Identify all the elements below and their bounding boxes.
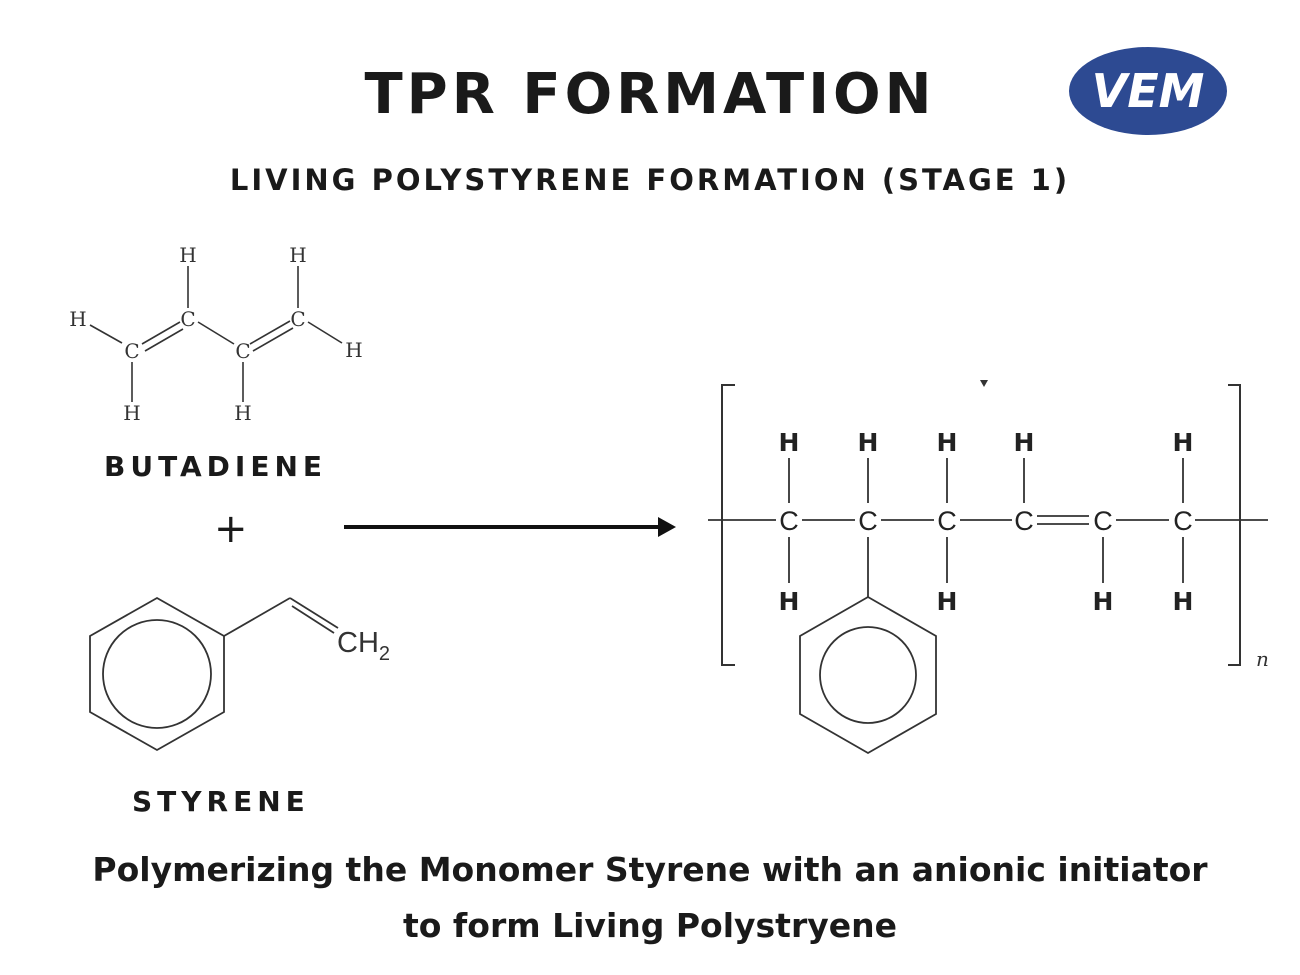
- bond: [89, 324, 123, 344]
- repeat-subscript: n: [1256, 647, 1269, 671]
- atom-h: H: [345, 338, 362, 362]
- logo-oval: [1069, 47, 1227, 135]
- atom-h: H: [858, 428, 879, 457]
- product-aromatic-circle: [819, 626, 917, 724]
- atom-h: H: [289, 243, 306, 267]
- aromatic-circle: [102, 619, 212, 729]
- atom-h: H: [1093, 587, 1114, 616]
- bond: [291, 605, 335, 634]
- caption: Polymerizing the Monomer Styrene with an…: [0, 842, 1300, 954]
- caption-line-1: Polymerizing the Monomer Styrene with an…: [92, 850, 1208, 889]
- plus-sign: +: [214, 506, 248, 552]
- atom-h: H: [1014, 428, 1035, 457]
- logo-text: VEM: [1092, 64, 1205, 118]
- atom-c: C: [779, 506, 799, 536]
- styrene-label: STYRENE: [132, 785, 310, 818]
- atom-c: C: [1173, 506, 1193, 536]
- styrene-structure: [89, 596, 339, 752]
- bond: [249, 320, 291, 345]
- bond: [252, 327, 294, 352]
- atom-c: C: [1014, 506, 1034, 536]
- polymer-backbone: [708, 458, 1268, 755]
- atom-c: C: [858, 506, 878, 536]
- bond: [307, 321, 343, 344]
- atom-h: H: [779, 587, 800, 616]
- butadiene-structure: [89, 266, 343, 402]
- butadiene-label: BUTADIENE: [104, 450, 328, 483]
- reaction-arrow: [344, 517, 676, 537]
- bond: [223, 597, 291, 637]
- atom-c: C: [235, 339, 250, 363]
- atom-c: C: [124, 339, 139, 363]
- atom-h: H: [69, 307, 86, 331]
- caption-line-2: to form Living Polystryene: [402, 906, 898, 945]
- atom-c: C: [290, 307, 305, 331]
- polymer-brackets: [721, 384, 1241, 666]
- atom-c: C: [1093, 506, 1113, 536]
- stray-mark: [980, 380, 988, 387]
- atom-c: C: [937, 506, 957, 536]
- atom-h: H: [937, 587, 958, 616]
- bond: [144, 328, 184, 352]
- atom-h: H: [179, 243, 196, 267]
- ch2-group: CH2: [337, 627, 390, 665]
- page-title: TPR FORMATION: [364, 62, 936, 127]
- atom-c: C: [180, 307, 195, 331]
- atom-h: H: [1173, 587, 1194, 616]
- product-benzene-ring: [799, 595, 937, 755]
- bond: [289, 597, 339, 629]
- atom-h: H: [937, 428, 958, 457]
- bond: [197, 321, 235, 345]
- vem-logo: VEM: [1069, 47, 1227, 135]
- atom-h: H: [234, 401, 251, 425]
- atom-h: H: [779, 428, 800, 457]
- atom-h: H: [123, 401, 140, 425]
- bond: [141, 321, 181, 345]
- page-subtitle: LIVING POLYSTYRENE FORMATION (STAGE 1): [229, 163, 1071, 197]
- atom-h: H: [1173, 428, 1194, 457]
